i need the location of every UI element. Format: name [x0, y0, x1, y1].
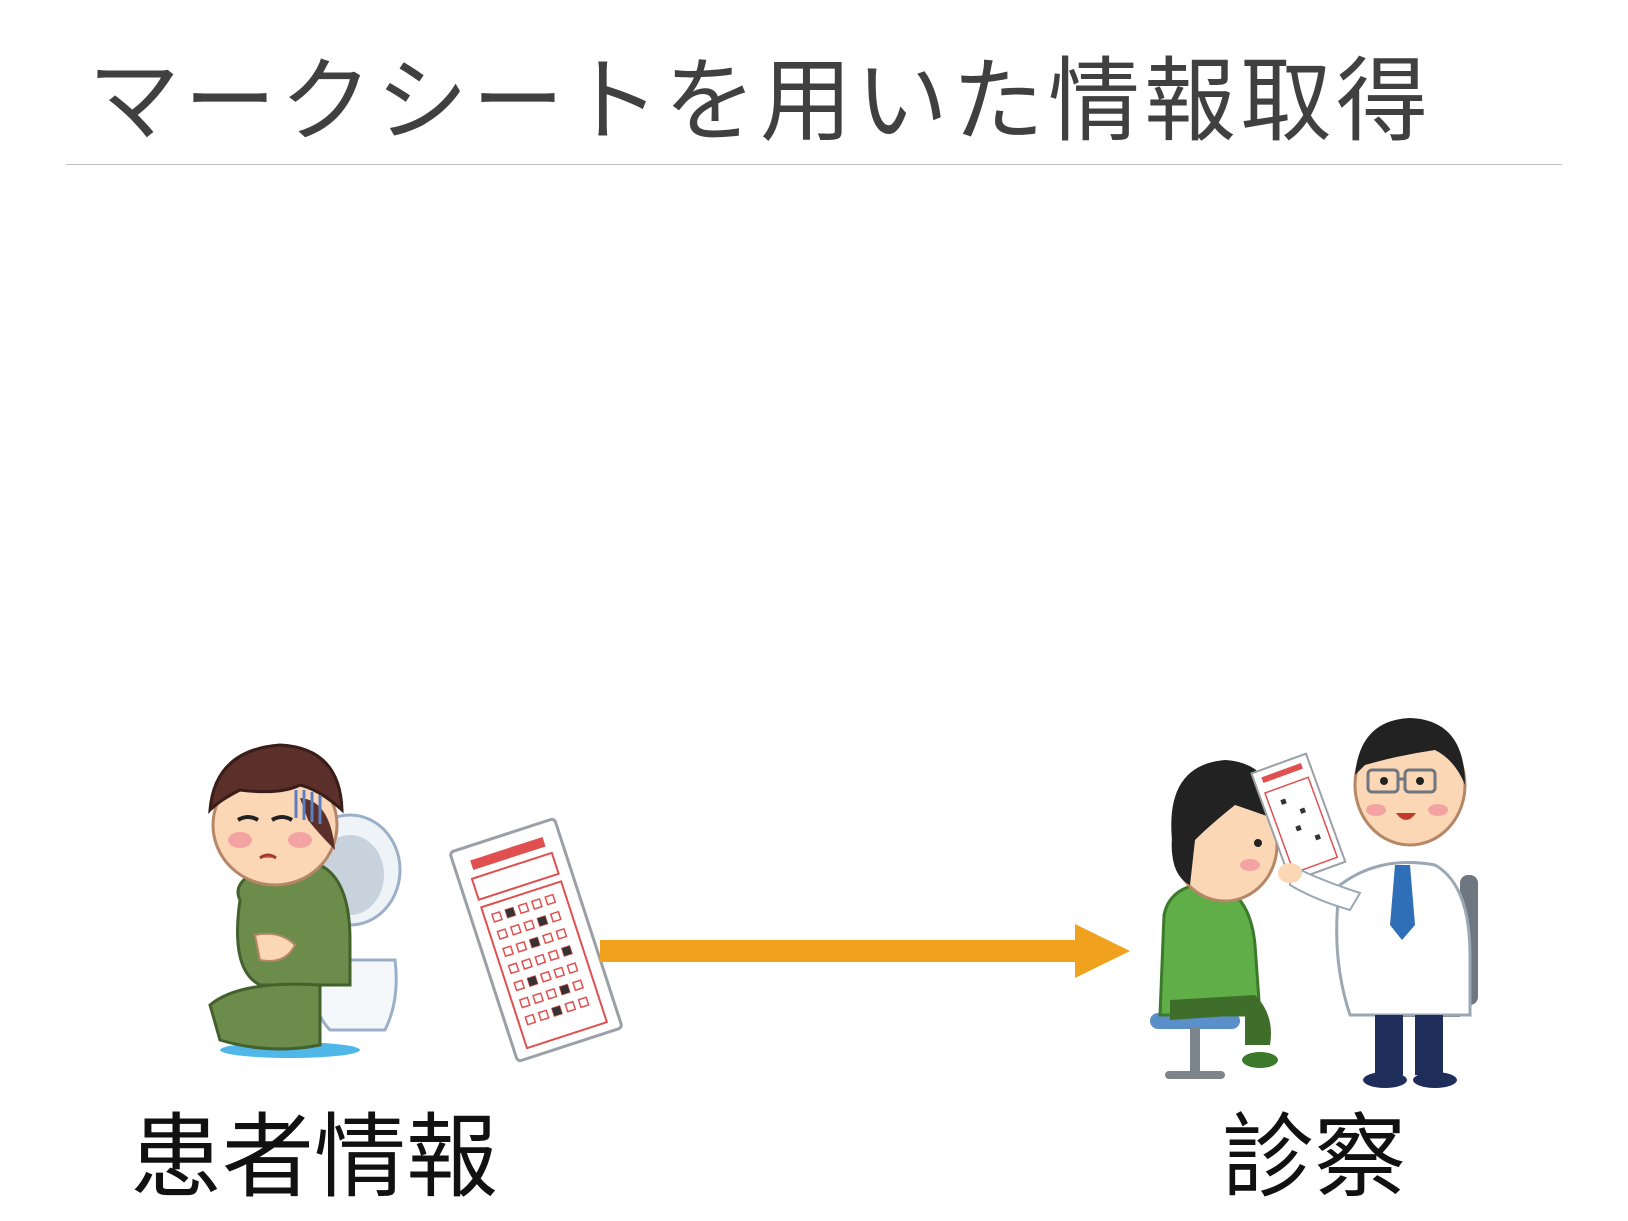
doctor-and-boy-illustration	[1150, 718, 1478, 1088]
patient-info-label: 患者情報	[130, 1104, 499, 1211]
patient-on-toilet-illustration	[208, 743, 402, 1058]
slide-title: マークシートを用いた情報取得	[88, 48, 1433, 155]
title-divider	[66, 164, 1562, 165]
consultation-label: 診察	[1222, 1104, 1407, 1211]
mark-sheet-illustration	[449, 817, 623, 1063]
flow-arrow	[600, 924, 1130, 978]
